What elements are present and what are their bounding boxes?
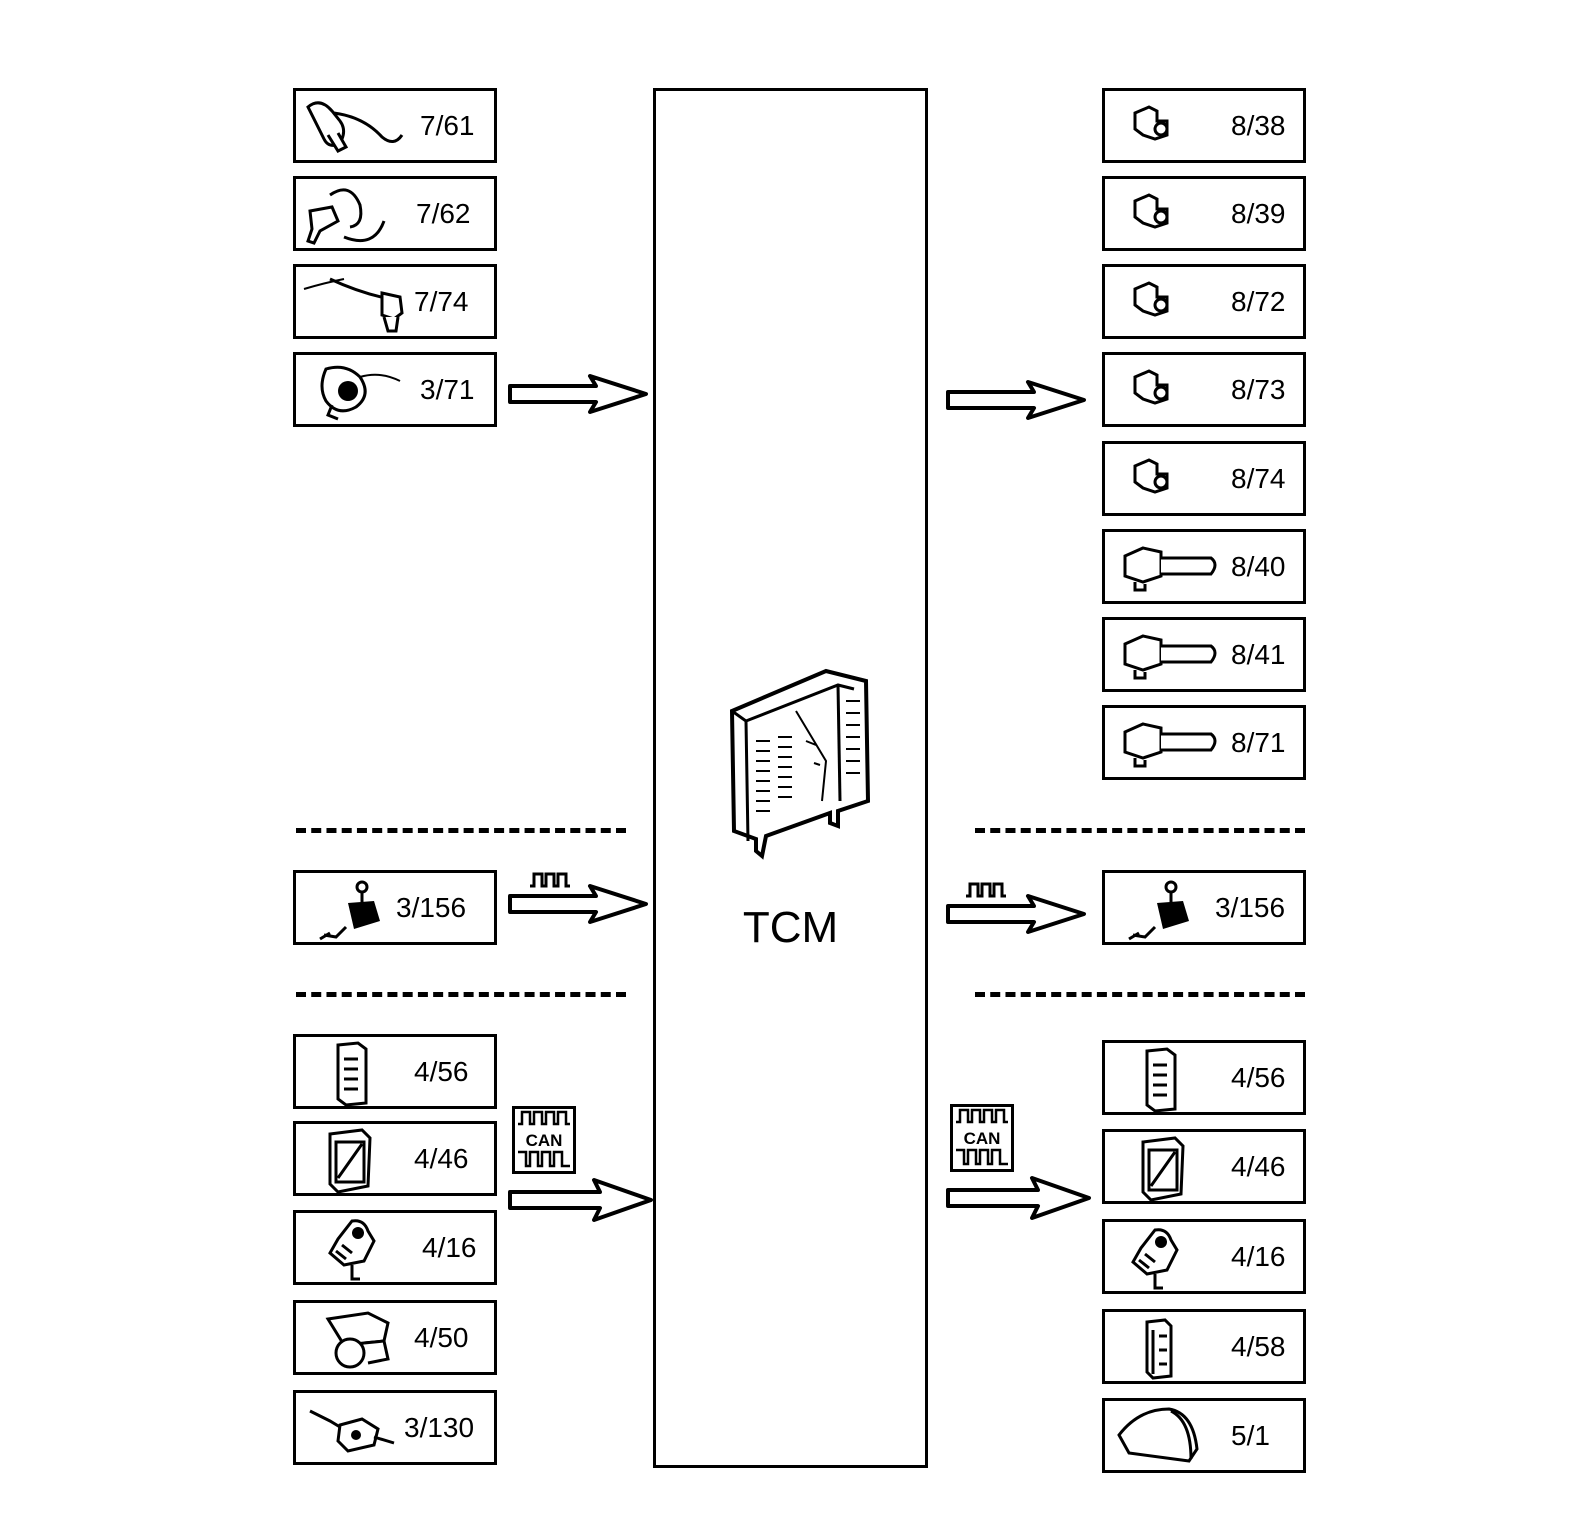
valve-icon	[1123, 722, 1217, 768]
arrow-right	[946, 380, 1086, 420]
output-8-72: 8/72	[1102, 264, 1306, 339]
can-label: CAN	[964, 1129, 1001, 1148]
output-8-74: 8/74	[1102, 441, 1306, 516]
input-3-156: 3/156	[293, 870, 497, 945]
arrow-right	[946, 894, 1086, 934]
component-code: 3/130	[404, 1411, 475, 1443]
output-4-46: 4/46	[1102, 1129, 1306, 1204]
digital-signal-icon	[530, 872, 570, 888]
component-code: 8/72	[1231, 285, 1286, 317]
component-code: 4/46	[414, 1142, 469, 1174]
control-module-icon	[1141, 1136, 1185, 1202]
speed-sensor-icon	[306, 188, 386, 245]
position-sensor-icon	[320, 365, 401, 421]
output-4-56: 4/56	[1102, 1040, 1306, 1115]
component-code: 4/16	[422, 1231, 477, 1263]
arrow-right	[508, 374, 648, 414]
component-code: 4/56	[414, 1055, 469, 1087]
selector-lever-icon	[1128, 880, 1189, 941]
control-module-icon	[1145, 1047, 1177, 1113]
can-bus-icon: CAN	[950, 1104, 1014, 1172]
component-code: 3/156	[1215, 891, 1286, 923]
input-7-62: 7/62	[293, 176, 497, 251]
solenoid-icon	[1133, 281, 1169, 317]
input-7-61: 7/61	[293, 88, 497, 163]
component-code: 4/16	[1231, 1240, 1286, 1272]
divider	[975, 828, 1305, 833]
component-code: 7/61	[420, 109, 475, 141]
input-4-50: 4/50	[293, 1300, 497, 1375]
solenoid-icon	[1133, 369, 1169, 405]
output-4-58: 4/58	[1102, 1309, 1306, 1384]
output-8-73: 8/73	[1102, 352, 1306, 427]
component-code: 8/73	[1231, 373, 1286, 405]
speed-sensor-icon	[306, 101, 404, 153]
solenoid-icon	[1133, 105, 1169, 141]
input-4-46: 4/46	[293, 1121, 497, 1196]
pressure-sensor-icon	[303, 277, 404, 333]
selector-lever-icon	[319, 880, 380, 941]
component-code: 7/74	[414, 285, 469, 317]
component-code: 5/1	[1231, 1419, 1270, 1451]
output-3-156: 3/156	[1102, 870, 1306, 945]
component-code: 8/74	[1231, 462, 1286, 494]
input-4-16: 4/16	[293, 1210, 497, 1285]
component-code: 3/71	[420, 373, 475, 405]
output-8-39: 8/39	[1102, 176, 1306, 251]
arrow-right	[946, 1176, 1091, 1220]
tcm-label: TCM	[742, 903, 839, 952]
output-8-40: 8/40	[1102, 529, 1306, 604]
tcm-block: TCM	[653, 88, 928, 1468]
output-8-71: 8/71	[1102, 705, 1306, 780]
tcm-module-icon	[729, 668, 871, 860]
divider	[296, 992, 626, 997]
output-5-1: 5/1	[1102, 1398, 1306, 1473]
control-module-icon	[336, 1041, 368, 1107]
output-8-38: 8/38	[1102, 88, 1306, 163]
divider	[975, 992, 1305, 997]
component-code: 4/50	[414, 1321, 469, 1353]
component-code: 4/58	[1231, 1330, 1286, 1362]
valve-icon	[1123, 546, 1217, 592]
component-code: 8/40	[1231, 550, 1286, 582]
input-7-74: 7/74	[293, 264, 497, 339]
component-code: 4/46	[1231, 1150, 1286, 1182]
switch-sensor-icon	[309, 1409, 395, 1453]
can-bus-icon: CAN	[512, 1106, 576, 1174]
can-label: CAN	[526, 1131, 563, 1150]
throttle-actuator-icon	[328, 1219, 376, 1281]
component-code: 3/156	[396, 891, 467, 923]
digital-signal-icon	[966, 882, 1006, 898]
solenoid-icon	[1133, 193, 1169, 229]
control-module-icon	[1145, 1318, 1173, 1380]
input-4-56: 4/56	[293, 1034, 497, 1109]
input-3-130: 3/130	[293, 1390, 497, 1465]
output-4-16: 4/16	[1102, 1219, 1306, 1294]
component-code: 8/39	[1231, 197, 1286, 229]
throttle-actuator-icon	[1131, 1228, 1179, 1290]
input-3-71: 3/71	[293, 352, 497, 427]
valve-icon	[1123, 634, 1217, 680]
throttle-body-icon	[325, 1311, 390, 1369]
instrument-cluster-icon	[1117, 1407, 1199, 1463]
arrow-right	[508, 1178, 653, 1222]
output-8-41: 8/41	[1102, 617, 1306, 692]
component-code: 4/56	[1231, 1061, 1286, 1093]
divider	[296, 828, 626, 833]
control-module-icon	[328, 1128, 372, 1194]
component-code: 8/38	[1231, 109, 1286, 141]
component-code: 8/41	[1231, 638, 1286, 670]
solenoid-icon	[1133, 458, 1169, 494]
component-code: 8/71	[1231, 726, 1286, 758]
component-code: 7/62	[416, 197, 471, 229]
arrow-right	[508, 884, 648, 924]
